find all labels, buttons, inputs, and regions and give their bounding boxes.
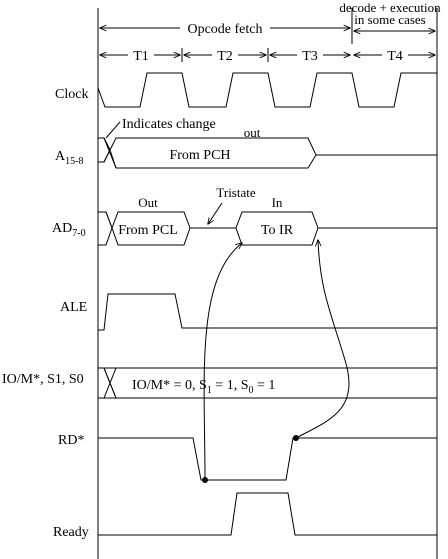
signal-label-iom: IO/M*, S1, S0: [2, 372, 84, 387]
tristate-label: Tristate: [216, 185, 255, 200]
clock-waveform: [97, 72, 437, 108]
t-state-label-t4: T4: [387, 49, 403, 64]
t-state-label-t3: T3: [302, 49, 318, 64]
in-label: In: [272, 195, 283, 210]
signal-labels: Clock A15-8 AD7-0 ALE IO/M*, S1, S0 RD* …: [2, 87, 89, 540]
rd-fall-to-ir-arrow: [203, 243, 242, 481]
signal-label-ad7: AD7-0: [52, 221, 86, 239]
signal-label-ale: ALE: [60, 300, 87, 315]
t-state-boundaries: [97, 8, 438, 559]
indicates-change-label: Indicates change: [122, 117, 216, 132]
decode-span: decode + execution in some cases: [339, 0, 441, 31]
out-label-lower: out: [244, 125, 261, 140]
a15-bus-waveform: [98, 137, 437, 169]
indicates-change-pointer: [105, 121, 121, 139]
opcode-fetch-label: Opcode fetch: [187, 22, 262, 37]
from-pch-label: From PCH: [169, 148, 230, 163]
signal-label-rd: RD*: [58, 433, 84, 448]
tristate-pointer: [208, 202, 223, 224]
signal-label-clock: Clock: [55, 87, 88, 102]
from-pcl-label: From PCL: [118, 223, 178, 238]
out-label-upper: Out: [138, 195, 158, 210]
ready-waveform: [98, 492, 437, 536]
t-state-label-t2: T2: [217, 49, 233, 64]
ale-waveform: [98, 293, 437, 331]
signal-label-a15: A15-8: [55, 149, 83, 167]
decode-label-line2: in some cases: [354, 12, 425, 27]
rd-waveform: [98, 437, 437, 481]
decode-label-line1: decode + execution: [339, 0, 441, 15]
opcode-fetch-span: Opcode fetch: [100, 22, 350, 37]
rd-rise-to-ir-arrow: [295, 240, 350, 439]
t-state-arrows: T1 T2 T3 T4: [100, 49, 435, 64]
status-bus-waveform: [98, 367, 437, 399]
to-ir-label: To IR: [261, 223, 294, 238]
t-state-label-t1: T1: [133, 49, 149, 64]
signal-label-ready: Ready: [53, 525, 89, 540]
status-values-label: IO/M* = 0, S1 = 1, S0 = 1: [132, 378, 275, 396]
causal-arrows: [202, 240, 350, 483]
